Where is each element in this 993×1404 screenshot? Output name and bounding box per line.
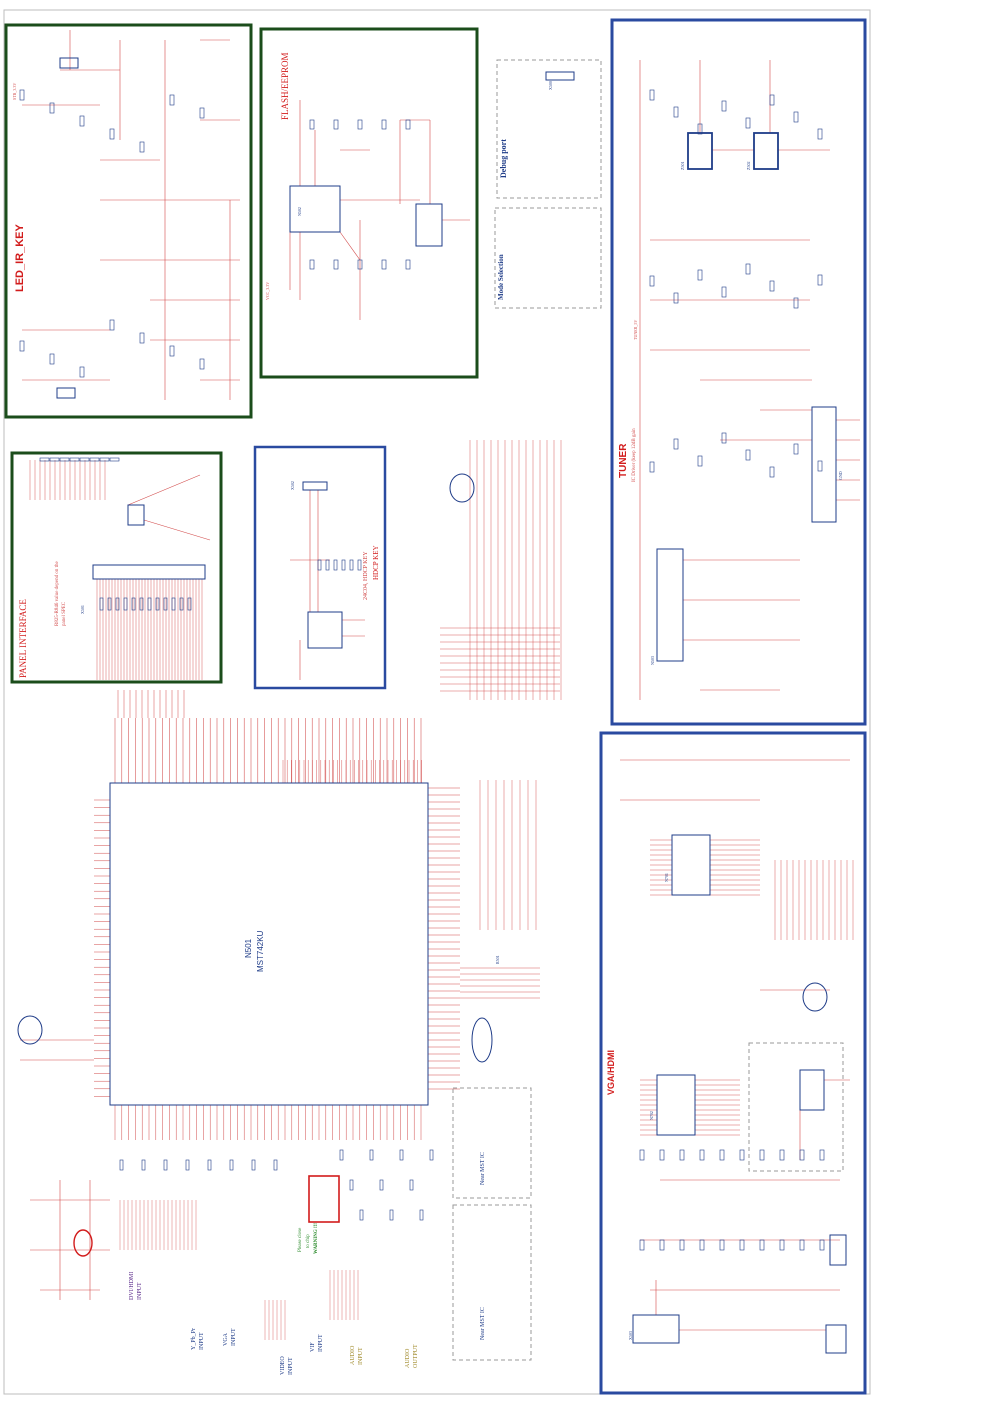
net-stb-3v3: STB_3.3V <box>12 82 17 100</box>
tuner-module <box>811 406 837 523</box>
ref-n701: N701 <box>664 873 669 882</box>
block-title-hdcp-key: HDCP KEY <box>372 545 380 580</box>
tuner-frame <box>610 18 867 726</box>
input-label-audio: AUDIO INPUT <box>350 1345 364 1365</box>
panel-switch-ic <box>127 504 145 526</box>
warning-highlight-box <box>308 1175 340 1223</box>
block-title-flash-eeprom: FLASH/EEPROM <box>280 52 290 120</box>
block-title-tuner: TUNER <box>618 443 629 478</box>
hdcp-note: 24C04, HDCP KEY <box>363 551 369 600</box>
panel-connector <box>92 564 206 580</box>
vga-hdmi-frame <box>599 731 867 1395</box>
near-mst-area-2 <box>452 1204 532 1361</box>
flash-ic <box>289 185 341 233</box>
flash-eeprom-frame <box>259 27 479 379</box>
tuner-amp-ic-1 <box>687 132 713 170</box>
input-label-vga: VGA INPUT <box>223 1328 237 1346</box>
main-ic-ref: N501 <box>244 938 253 958</box>
input-label-audio-output: AUDIO OUTPUT <box>405 1344 419 1368</box>
input-label-vif: VIF INPUT <box>310 1334 324 1352</box>
vga-connector <box>632 1314 680 1344</box>
mode-selection-area <box>494 207 602 309</box>
ref-x501: X501 <box>80 605 85 614</box>
ref-z501: Z501 <box>680 161 685 170</box>
crystal-circle <box>17 1015 43 1045</box>
panel-note: R825-R846 value depend on the panel SPEC <box>55 561 67 626</box>
hdcp-eeprom-ic <box>307 611 343 649</box>
ir-circle <box>449 473 475 503</box>
ref-n502: N502 <box>297 207 302 216</box>
debug-connector <box>545 71 575 81</box>
panel-interface-frame <box>10 451 223 684</box>
near-mst-note-2: Near MST IC <box>480 1307 486 1340</box>
debug-port-title: Debug port <box>499 139 508 178</box>
main-ic-part: MST742KU <box>256 930 265 972</box>
saw-filter-ic <box>656 548 684 662</box>
near-mst-area-1 <box>452 1087 532 1199</box>
ref-x502: X502 <box>290 481 295 490</box>
net-gnd: GND <box>838 471 843 480</box>
net-tuner-5v: TUNER_5V <box>633 319 638 340</box>
mode-selection-title: Mode Selection <box>497 254 505 300</box>
hdcp-connector <box>302 481 328 491</box>
input-label-ypbpr: Y_Pb_Pr INPUT <box>191 1327 205 1350</box>
tuner-amp-ic-2 <box>753 132 779 170</box>
eeprom-ic <box>415 203 443 247</box>
hdmi-sub-area <box>748 1042 844 1172</box>
net-vcc-3v3: VCC_3.3V <box>265 281 270 300</box>
ir-receiver <box>56 387 76 399</box>
led-indicator <box>59 57 79 69</box>
vga-switch-ic <box>671 834 711 896</box>
hdcp-key-frame <box>253 445 387 690</box>
ref-n503: N503 <box>650 656 655 665</box>
component-layer <box>19 89 825 1251</box>
main-ic-body <box>109 782 429 1106</box>
hdmi-switch-ic <box>656 1074 696 1136</box>
ref-r501: R501 <box>495 955 500 964</box>
tuner-note: IC Driver (keep 12dB gain <box>632 428 637 482</box>
warning-note-1: Please close <box>298 1227 303 1252</box>
warning-note-3: WARNING !!! <box>314 1223 319 1254</box>
regulator-ic <box>829 1234 847 1266</box>
block-title-panel-interface: PANEL INTERFACE <box>18 599 28 678</box>
highlight-circle-1 <box>73 1229 93 1257</box>
ref-x500: X500 <box>548 81 553 90</box>
block-title-led-ir-key: LED_IR_KEY <box>14 224 26 292</box>
led-ir-key-frame <box>4 23 253 419</box>
ref-n702: N702 <box>649 1111 654 1120</box>
vga-edid-ic <box>825 1324 847 1354</box>
debug-port-area <box>496 59 602 199</box>
hdmi-eeprom-ic <box>799 1069 825 1111</box>
ref-x503: X503 <box>628 1331 633 1340</box>
block-title-vga-hdmi: VGA/HDMI <box>606 1050 616 1095</box>
sheet-border <box>3 9 871 1395</box>
ref-z502: Z502 <box>746 161 751 170</box>
input-label-dvi-hdmi: DVI/HDMI INPUT <box>129 1271 143 1300</box>
input-label-video: VIDEO INPUT <box>280 1356 294 1375</box>
highlight-circle-2 <box>471 1017 493 1063</box>
hdmi-circle <box>802 982 828 1012</box>
near-mst-note-1: Near MST IC <box>480 1152 486 1185</box>
wire-layer <box>20 30 860 1340</box>
warning-note-2: to chip <box>306 1234 311 1248</box>
